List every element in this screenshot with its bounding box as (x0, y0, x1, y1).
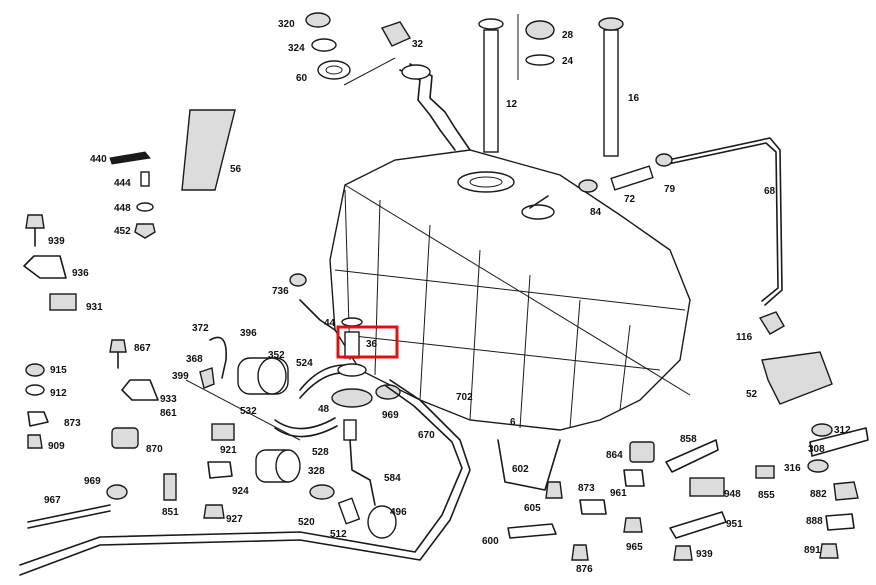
label-512: 512 (330, 529, 347, 540)
label-939b: 939 (696, 549, 713, 560)
label-888: 888 (806, 516, 823, 527)
label-876: 876 (576, 564, 593, 575)
label-931: 931 (86, 302, 103, 313)
label-352: 352 (268, 350, 285, 361)
label-12: 12 (506, 99, 518, 110)
right-hardware (497, 351, 869, 561)
label-452: 452 (114, 226, 131, 237)
label-68: 68 (764, 186, 776, 197)
left-small-parts (23, 109, 363, 331)
filler-neck (399, 63, 471, 151)
label-933: 933 (160, 394, 177, 405)
label-600: 600 (482, 536, 499, 547)
label-969a: 969 (382, 410, 399, 421)
label-324: 324 (288, 43, 305, 54)
label-84: 84 (590, 207, 602, 218)
label-312: 312 (834, 425, 851, 436)
label-909: 909 (48, 441, 65, 452)
filler-cap-parts (305, 12, 412, 86)
label-52: 52 (746, 389, 758, 400)
label-532: 532 (240, 406, 257, 417)
label-24: 24 (562, 56, 574, 67)
label-316: 316 (784, 463, 801, 474)
label-528: 528 (312, 447, 329, 458)
label-891: 891 (804, 545, 821, 556)
label-864: 864 (606, 450, 623, 461)
label-969b: 969 (84, 476, 101, 487)
label-396: 396 (240, 328, 257, 339)
label-520: 520 (298, 517, 315, 528)
left-hardware (25, 339, 235, 519)
label-60: 60 (296, 73, 308, 84)
label-448: 448 (114, 203, 131, 214)
label-32: 32 (412, 39, 424, 50)
label-873a: 873 (64, 418, 81, 429)
pump-filter-area (185, 331, 401, 539)
label-524: 524 (296, 358, 313, 369)
label-882: 882 (810, 489, 827, 500)
highlight-box (336, 325, 399, 359)
label-867: 867 (134, 343, 151, 354)
label-870: 870 (146, 444, 163, 455)
label-372: 372 (192, 323, 209, 334)
label-855: 855 (758, 490, 775, 501)
label-44: 44 (324, 318, 336, 329)
label-851: 851 (162, 507, 179, 518)
label-921: 921 (220, 445, 237, 456)
label-79: 79 (664, 184, 676, 195)
label-399: 399 (172, 371, 189, 382)
label-6: 6 (510, 417, 516, 428)
label-496: 496 (390, 507, 407, 518)
label-72: 72 (624, 194, 636, 205)
label-965: 965 (626, 542, 643, 553)
label-328: 328 (308, 466, 325, 477)
label-702: 702 (456, 392, 473, 403)
label-440: 440 (90, 154, 107, 165)
fuel-lines (19, 379, 471, 576)
label-936: 936 (72, 268, 89, 279)
fuel-tank (329, 149, 691, 431)
label-861: 861 (160, 408, 177, 419)
label-320: 320 (278, 19, 295, 30)
label-915: 915 (50, 365, 67, 376)
sender-tubes (478, 14, 624, 157)
vent-hose (578, 137, 785, 335)
label-48: 48 (318, 404, 330, 415)
label-939: 939 (48, 236, 65, 247)
label-56: 56 (230, 164, 242, 175)
label-924: 924 (232, 486, 249, 497)
part-labels: 320 324 60 32 12 28 24 16 440 444 448 45… (44, 19, 851, 575)
label-602: 602 (512, 464, 529, 475)
label-912: 912 (50, 388, 67, 399)
label-116: 116 (736, 332, 753, 343)
label-927: 927 (226, 514, 243, 525)
label-961: 961 (610, 488, 627, 499)
label-951: 951 (726, 519, 743, 530)
label-605: 605 (524, 503, 541, 514)
label-873b: 873 (578, 483, 595, 494)
label-948: 948 (724, 489, 741, 500)
label-36: 36 (366, 339, 378, 350)
label-736: 736 (272, 286, 289, 297)
label-444: 444 (114, 178, 131, 189)
label-858: 858 (680, 434, 697, 445)
label-308: 308 (808, 444, 825, 455)
label-670: 670 (418, 430, 435, 441)
label-16: 16 (628, 93, 640, 104)
label-967: 967 (44, 495, 61, 506)
label-368: 368 (186, 354, 203, 365)
label-584: 584 (384, 473, 401, 484)
label-28: 28 (562, 30, 574, 41)
